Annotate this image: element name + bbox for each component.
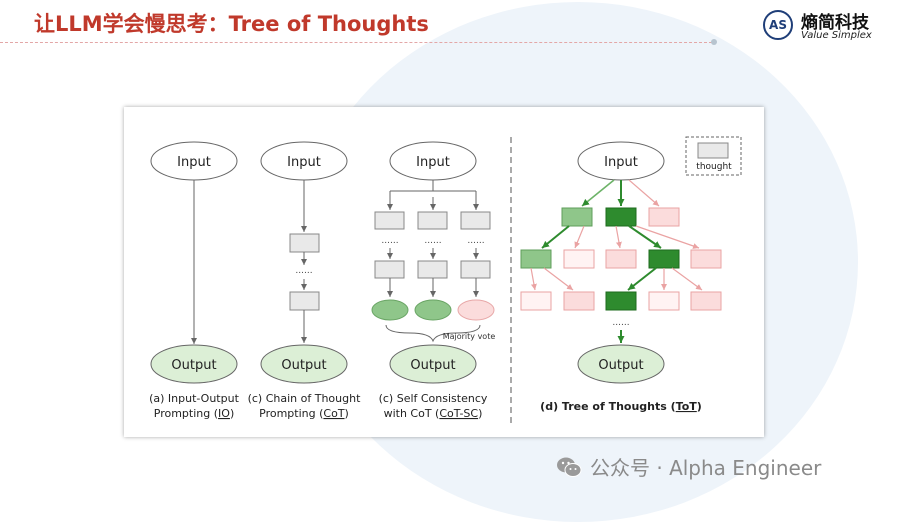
- cotsc-thought-1a: [374, 211, 405, 230]
- legend-thought-swatch: [697, 142, 729, 159]
- tot-output-label: Output: [598, 358, 643, 373]
- cotsc-section: Input ...... ...... ...... Ma: [371, 141, 496, 420]
- brand-name-en: Value Simplex: [801, 30, 872, 41]
- tot-l3-node-3: [605, 291, 637, 311]
- io-input-label: Input: [177, 155, 211, 170]
- tot-l1-node-3: [648, 207, 680, 227]
- io-caption-line2: Prompting (IO): [154, 407, 234, 420]
- tot-l2-node-1: [520, 249, 552, 269]
- cotsc-ellipsis-1: ......: [381, 236, 398, 246]
- io-output-label: Output: [171, 358, 216, 373]
- cot-thought-2: [289, 291, 320, 311]
- tot-l2-node-3: [605, 249, 637, 269]
- tot-section: thought Input: [520, 136, 742, 413]
- tot-l3-node-5: [690, 291, 722, 311]
- io-section: Input Output (a) Input-Output Prompting …: [149, 141, 240, 420]
- watermark: 公众号 · Alpha Engineer: [556, 452, 821, 481]
- watermark-text: 公众号 · Alpha Engineer: [590, 456, 822, 480]
- tot-l1-node-2: [605, 207, 637, 227]
- tot-l2-node-5: [690, 249, 722, 269]
- cotsc-thought-1b: [374, 260, 405, 279]
- tot-l1-node-1: [561, 207, 593, 227]
- legend-thought-label: thought: [696, 162, 732, 172]
- title-divider: [0, 42, 712, 43]
- io-output-node: [150, 344, 238, 384]
- cotsc-caption-line2: with CoT (CoT-SC): [384, 407, 483, 420]
- tot-l2-node-4: [648, 249, 680, 269]
- tot-input-label: Input: [604, 155, 638, 170]
- cotsc-thought-2a: [417, 211, 448, 230]
- cot-input-label: Input: [287, 155, 321, 170]
- cot-ellipsis: ......: [295, 266, 312, 276]
- io-caption-line1: (a) Input-Output: [149, 392, 239, 405]
- tot-ellipsis: ......: [612, 318, 629, 328]
- tot-caption: (d) Tree of Thoughts (ToT): [540, 400, 702, 413]
- tot-l3-node-4: [648, 291, 680, 311]
- cotsc-thought-2b: [417, 260, 448, 279]
- page-title: 让LLM学会慢思考：Tree of Thoughts: [34, 12, 429, 36]
- cotsc-caption-line1: (c) Self Consistency: [379, 392, 488, 405]
- tot-l3-node-2: [563, 291, 595, 311]
- tot-output-node: [577, 344, 665, 384]
- cot-section: Input ...... Output (c) Chain of Thought…: [248, 141, 361, 420]
- tot-l2-node-2: [563, 249, 595, 269]
- cot-caption-line1: (c) Chain of Thought: [248, 392, 361, 405]
- cotsc-input-label: Input: [416, 155, 450, 170]
- cot-output-node: [260, 344, 348, 384]
- cotsc-thought-3a: [460, 211, 491, 230]
- cot-caption-line2: Prompting (CoT): [259, 407, 349, 420]
- cotsc-majority-vote: Majority vote: [443, 332, 496, 341]
- cotsc-ellipsis-3: ......: [467, 236, 484, 246]
- cotsc-answer-3: [457, 299, 495, 321]
- cotsc-answer-2: [414, 299, 452, 321]
- cotsc-vote-brace: [385, 324, 481, 343]
- tot-l3-node-1: [520, 291, 552, 311]
- cotsc-answer-1: [371, 299, 409, 321]
- brand-logo-icon: AS: [763, 10, 793, 40]
- cotsc-output-label: Output: [410, 358, 455, 373]
- divider-dot: [711, 39, 717, 45]
- cotsc-output-node: [389, 344, 477, 384]
- wechat-icon: [557, 457, 582, 477]
- diagram-panel: Input Output (a) Input-Output Prompting …: [124, 107, 764, 437]
- brand-name-cn: 熵简科技: [801, 13, 869, 33]
- prompting-diagram: Input Output (a) Input-Output Prompting …: [149, 136, 742, 427]
- cot-output-label: Output: [281, 358, 326, 373]
- cot-thought-1: [289, 233, 320, 253]
- cotsc-thought-3b: [460, 260, 491, 279]
- cotsc-ellipsis-2: ......: [424, 236, 441, 246]
